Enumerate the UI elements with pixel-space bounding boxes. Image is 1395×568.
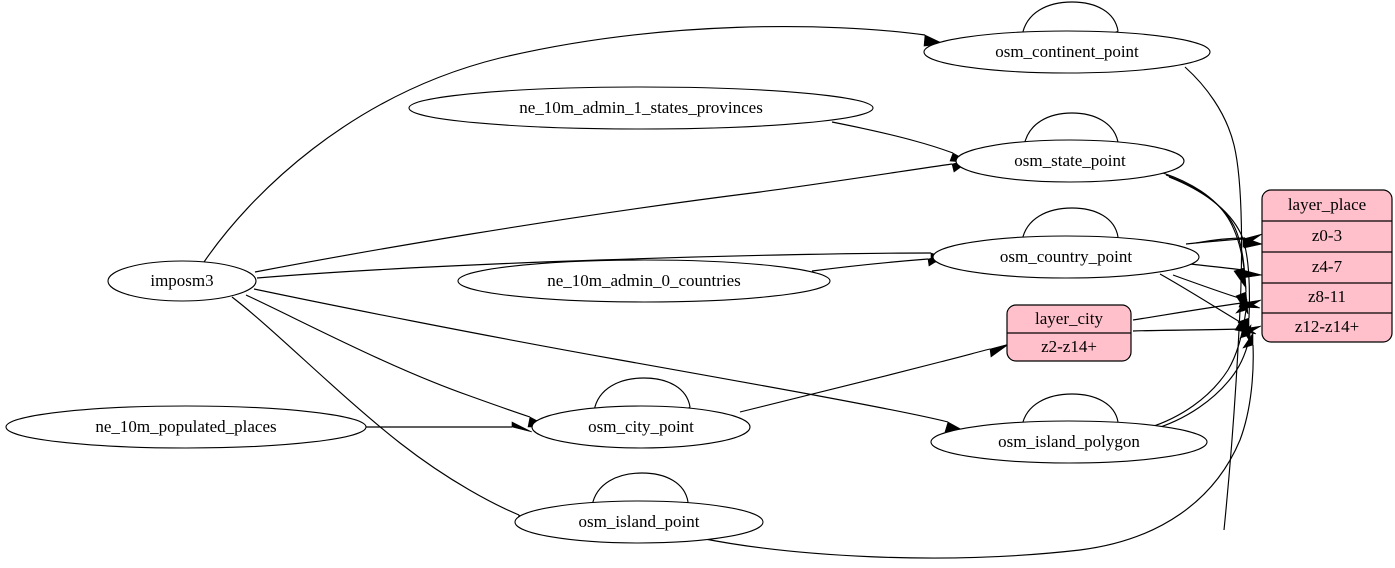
node-osm_state_point-shape[interactable] <box>955 139 1185 183</box>
arrowhead <box>989 343 1010 358</box>
node-osm_state_point[interactable]: osm_state_point <box>955 139 1185 183</box>
edge-self-osm_island_polygon <box>1021 393 1119 427</box>
node-osm_island_point[interactable]: osm_island_point <box>514 500 764 544</box>
arrowhead <box>511 421 533 433</box>
edge-osm_state_point-to-layer_place-z8-11 <box>1165 174 1247 293</box>
node-ne_states-label: ne_10m_admin_1_states_provinces <box>519 98 763 117</box>
edge-imposm3-to-osm_continent_point <box>203 25 926 263</box>
edge-osm_island_polygon-to-layer_place-z12-z14 <box>1150 334 1251 431</box>
record-node-layer_city[interactable]: layer_city z2-z14+ <box>1006 304 1132 362</box>
record-layer_city-row-z2-z14[interactable]: z2-z14+ <box>1041 337 1097 356</box>
edge-osm_country_point-to-layer_place-z4-7 <box>1189 263 1244 271</box>
edge-osm_city_point-to-layer_city-z2-z14 <box>739 348 991 413</box>
edge-osm_island_polygon-to-layer_place-z8-11 <box>1147 309 1247 429</box>
node-osm_country_point-shape[interactable] <box>932 235 1200 279</box>
edge-osm_country_point-to-layer_place-z12-z14 <box>1159 273 1241 323</box>
edge-self-osm_state_point <box>1023 112 1119 147</box>
arrowhead <box>1235 299 1248 314</box>
node-osm_island_point-label: osm_island_point <box>579 512 700 531</box>
node-imposm3-label: imposm3 <box>150 271 213 290</box>
node-osm_country_point[interactable]: osm_country_point <box>932 235 1200 279</box>
record-layer_city-title: layer_city <box>1035 309 1103 328</box>
node-imposm3-shape[interactable] <box>107 260 257 302</box>
node-ne_10m_admin_0_countries[interactable]: ne_10m_admin_0_countries <box>457 259 831 303</box>
record-node-layer_place[interactable]: layer_place z0-3 z4-7 z8-11 z12-z14+ <box>1261 189 1393 343</box>
arrowhead <box>1242 233 1263 248</box>
edge-layer_city-to-layer_place-z12-z14 <box>1132 328 1243 332</box>
edge-layer_city-to-layer_place-z8-11 <box>1132 302 1243 321</box>
record-layer_place-row-z8-11[interactable]: z8-11 <box>1308 287 1346 306</box>
node-osm_city_point-label: osm_city_point <box>588 417 694 436</box>
edge-osm_country_point-to-layer_place-z0-3 <box>1185 238 1244 245</box>
edge-self-osm_city_point <box>593 377 691 412</box>
edge-self-osm_island_point <box>591 472 689 507</box>
node-osm_continent_point-label: osm_continent_point <box>995 42 1139 61</box>
node-ne_countries-shape[interactable] <box>457 259 831 303</box>
record-layer_place-box[interactable] <box>1261 189 1393 343</box>
node-ne_countries-label: ne_10m_admin_0_countries <box>547 271 741 290</box>
node-ne_10m_admin_1_states_provinces[interactable]: ne_10m_admin_1_states_provinces <box>408 86 874 130</box>
edge-osm_country_point-to-layer_place-z8-11 <box>1172 274 1243 300</box>
edge-ne_states-to-osm_state_point <box>831 121 954 154</box>
node-osm_island_polygon[interactable]: osm_island_polygon <box>930 420 1208 464</box>
node-imposm3[interactable]: imposm3 <box>107 260 257 302</box>
edge-imposm3-to-osm_state_point <box>254 163 953 273</box>
node-osm_city_point-shape[interactable] <box>531 405 751 449</box>
edge-osm_continent_point-to-layer_place-z0-3 <box>1184 66 1243 531</box>
node-osm_island_point-shape[interactable] <box>514 500 764 544</box>
edge-osm_state_point-to-layer_place-z12-z14 <box>1168 176 1250 319</box>
edge-imposm3-to-osm_island_polygon <box>253 288 949 423</box>
node-ne_populated-label: ne_10m_populated_places <box>95 417 276 436</box>
record-layer_place-row-z0-3[interactable]: z0-3 <box>1312 226 1342 245</box>
node-ne_states-shape[interactable] <box>408 86 874 130</box>
arrowhead <box>1242 332 1254 349</box>
node-osm_island_polygon-label: osm_island_polygon <box>998 432 1140 451</box>
edge-osm_state_point-to-layer_place-z4-7 <box>1162 172 1245 269</box>
edge-osm_island_point-to-layer_place-z12-z14 <box>699 344 1254 559</box>
node-osm_continent_point[interactable]: osm_continent_point <box>923 30 1211 74</box>
record-node-layer: layer_city z2-z14+ layer_place z0-3 z4-7… <box>1006 189 1393 362</box>
edge-ne_countries-to-osm_country_point <box>811 258 929 272</box>
node-ne_populated-shape[interactable] <box>5 405 367 449</box>
arrowhead <box>1239 324 1252 339</box>
edge-imposm3-to-osm_island_point <box>231 296 520 516</box>
edge-self-osm_country_point <box>1021 207 1119 242</box>
node-layer: imposm3 ne_10m_admin_1_states_provinces … <box>5 30 1211 544</box>
arrowhead <box>1241 269 1263 279</box>
node-osm_state_point-label: osm_state_point <box>1014 151 1126 170</box>
node-osm_island_polygon-shape[interactable] <box>930 420 1208 464</box>
record-layer_place-row-z4-7[interactable]: z4-7 <box>1312 257 1343 276</box>
edge-self-osm_continent_point <box>1021 1 1119 37</box>
edge-imposm3-to-osm_city_point <box>245 294 531 418</box>
node-osm_country_point-label: osm_country_point <box>1000 247 1132 266</box>
node-osm_continent_point-shape[interactable] <box>923 30 1211 74</box>
node-osm_city_point[interactable]: osm_city_point <box>531 405 751 449</box>
record-layer_place-row-z12-z14[interactable]: z12-z14+ <box>1295 317 1359 336</box>
node-ne_10m_populated_places[interactable]: ne_10m_populated_places <box>5 405 367 449</box>
record-layer_place-title: layer_place <box>1288 195 1366 214</box>
